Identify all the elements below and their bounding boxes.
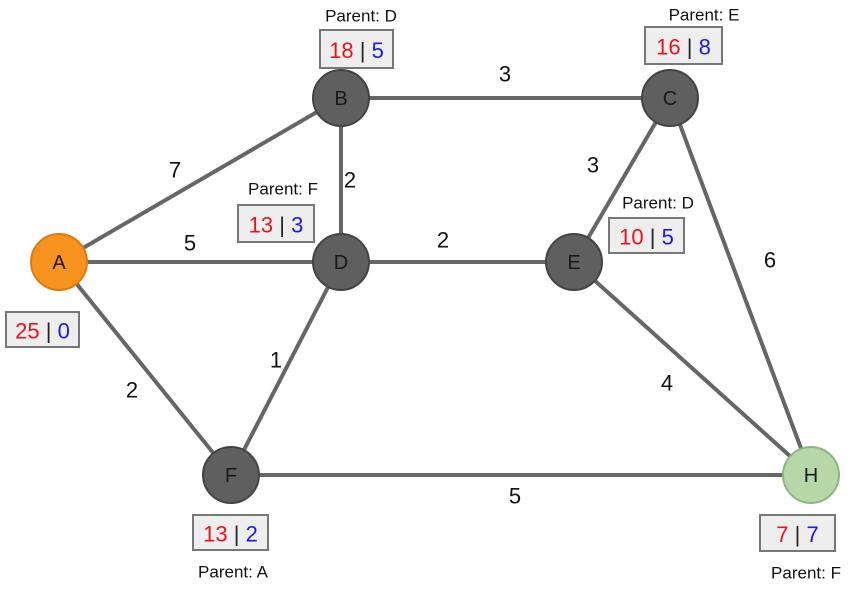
edge-weight-d-f: 1 <box>270 348 282 373</box>
edge-c-e <box>572 96 672 264</box>
g-value: 0 <box>58 318 70 343</box>
score-box-values: 18 | 5 <box>329 38 384 63</box>
edge-weight-b-c: 3 <box>499 62 511 87</box>
node-b: B <box>312 69 370 127</box>
node-d-label: D <box>334 252 348 274</box>
parent-label-d: Parent: F <box>248 180 318 199</box>
node-f-circle <box>202 446 260 504</box>
nodes-layer: A B C D E F H <box>30 69 840 504</box>
g-value: 5 <box>662 224 674 249</box>
edges-layer <box>57 96 813 477</box>
value-separator: | <box>228 521 246 546</box>
edge-a-f <box>57 260 233 477</box>
score-box-b: 18 | 5 <box>319 29 394 69</box>
score-box-values: 13 | 2 <box>203 521 258 546</box>
parent-labels-layer: Parent: D Parent: E Parent: F Parent: D Pare… <box>198 6 841 583</box>
score-box-frame <box>237 204 315 243</box>
score-box-e: 10 | 5 <box>608 217 685 254</box>
edge-d-f <box>229 260 343 477</box>
node-f: F <box>202 446 260 504</box>
node-d: D <box>312 233 370 291</box>
parent-label-e: Parent: D <box>622 194 694 213</box>
edge-a-b <box>57 96 343 264</box>
edge-c-h <box>668 96 813 477</box>
f-value: 18 <box>329 38 353 63</box>
f-value: 16 <box>656 34 680 59</box>
node-e-circle <box>545 233 603 291</box>
edge-weight-a-b: 7 <box>169 158 181 183</box>
score-box-frame <box>644 26 723 65</box>
score-box-values: 10 | 5 <box>619 224 674 249</box>
score-box-frame <box>319 29 394 69</box>
edge-weight-c-h: 6 <box>764 248 776 273</box>
g-value: 8 <box>699 34 711 59</box>
score-box-a: 25 | 0 <box>5 311 80 348</box>
score-box-values: 16 | 8 <box>656 34 711 59</box>
score-box-frame <box>608 217 685 254</box>
node-e: E <box>545 233 603 291</box>
parent-label-b: Parent: D <box>325 7 397 26</box>
node-d-circle <box>312 233 370 291</box>
score-box-h: 7 | 7 <box>759 514 836 552</box>
edge-e-h <box>572 260 813 477</box>
node-b-circle <box>312 69 370 127</box>
score-box-frame <box>5 311 80 348</box>
node-c-circle <box>641 69 699 127</box>
f-value: 25 <box>15 318 39 343</box>
value-separator: | <box>354 38 372 63</box>
g-value: 3 <box>291 212 303 237</box>
edge-weight-a-f: 2 <box>126 378 138 403</box>
f-value: 10 <box>619 224 643 249</box>
score-box-values: 7 | 7 <box>776 522 818 547</box>
value-separator: | <box>273 212 291 237</box>
edge-weight-f-h: 5 <box>509 484 521 509</box>
g-value: 2 <box>246 521 258 546</box>
node-f-label: F <box>225 465 237 487</box>
node-h-circle <box>782 446 840 504</box>
edge-weight-a-d: 5 <box>184 231 196 256</box>
parent-label-h: Parent: F <box>771 564 841 583</box>
score-box-frame <box>192 514 269 551</box>
node-e-label: E <box>567 252 580 274</box>
g-value: 5 <box>372 38 384 63</box>
node-b-label: B <box>334 88 347 110</box>
value-separator: | <box>789 522 807 547</box>
score-box-frame <box>759 514 836 552</box>
node-a: A <box>30 233 88 291</box>
node-c: C <box>641 69 699 127</box>
parent-label-f: Parent: A <box>198 563 269 582</box>
value-separator: | <box>40 318 58 343</box>
score-box-f: 13 | 2 <box>192 514 269 551</box>
f-value: 7 <box>776 522 788 547</box>
f-value: 13 <box>249 212 273 237</box>
value-separator: | <box>681 34 699 59</box>
value-separator: | <box>644 224 662 249</box>
edge-weight-d-e: 2 <box>437 228 449 253</box>
score-box-values: 13 | 3 <box>249 212 304 237</box>
g-value: 7 <box>806 522 818 547</box>
score-box-values: 25 | 0 <box>15 318 70 343</box>
node-c-label: C <box>663 88 677 110</box>
f-value: 13 <box>203 521 227 546</box>
edge-weight-e-h: 4 <box>661 371 673 396</box>
node-h-label: H <box>804 465 818 487</box>
parent-label-c: Parent: E <box>669 6 740 25</box>
score-box-d: 13 | 3 <box>237 204 315 243</box>
node-a-circle <box>30 233 88 291</box>
edge-weight-c-e: 3 <box>587 153 599 178</box>
node-a-label: A <box>52 252 66 274</box>
score-box-c: 16 | 8 <box>644 26 723 65</box>
node-h: H <box>782 446 840 504</box>
edge-weight-b-d: 2 <box>344 168 356 193</box>
